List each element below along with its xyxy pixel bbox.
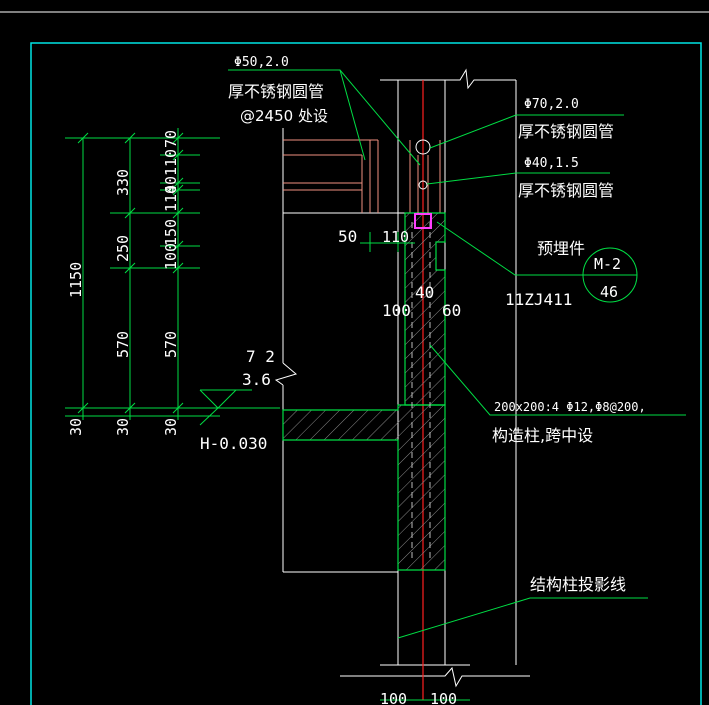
rebar-lines bbox=[411, 222, 431, 560]
dim-col3-100: 100 bbox=[162, 243, 180, 270]
pipe-70-icon bbox=[415, 139, 431, 155]
wall-dim-top: 7 2 bbox=[246, 347, 275, 366]
railing-elevation bbox=[283, 139, 441, 213]
parapet-section bbox=[404, 212, 446, 406]
embedded-plate bbox=[414, 213, 432, 229]
break-mark-bottom bbox=[340, 666, 530, 688]
wall-dim-bottom: 3.6 bbox=[242, 370, 271, 389]
dim-col1-30: 30 bbox=[67, 418, 85, 436]
handrail-note: @2450 处设 bbox=[240, 107, 328, 125]
pipe-70-spec: Φ70,2.0 bbox=[524, 97, 579, 112]
dim-col2-570: 570 bbox=[114, 331, 132, 358]
leader-lines bbox=[65, 69, 686, 701]
dim-col3-70: 70 bbox=[162, 130, 180, 148]
dim-col2-250: 250 bbox=[114, 235, 132, 262]
pipe-40-icon bbox=[418, 180, 428, 190]
column-lines bbox=[380, 79, 517, 666]
break-mark-top bbox=[448, 68, 516, 90]
cyan-frame bbox=[30, 42, 702, 705]
dim-col3-150: 150 bbox=[162, 219, 180, 246]
dim-parapet-110: 110 bbox=[382, 228, 409, 246]
column-desc: 构造柱,跨中设 bbox=[492, 426, 593, 445]
dim-parapet-100: 100 bbox=[382, 301, 411, 320]
handrail-name: 厚不锈钢圆管 bbox=[228, 82, 324, 101]
dim-parapet-40: 40 bbox=[415, 283, 434, 302]
embedded-tag-bottom: 46 bbox=[600, 283, 618, 301]
column-spec: 200x200:4 Φ12,Φ8@200, bbox=[494, 400, 646, 414]
embedded-tag-top: M-2 bbox=[594, 255, 621, 273]
atlas-reference: 11ZJ411 bbox=[505, 290, 572, 309]
dim-col3-110b: 110 bbox=[162, 185, 180, 212]
dim-col3-110: 110 bbox=[162, 149, 180, 176]
pipe-40-name: 厚不锈钢圆管 bbox=[518, 181, 614, 200]
dim-bottom-left: 100 bbox=[380, 690, 407, 705]
dim-parapet-50: 50 bbox=[338, 227, 357, 246]
projection-label: 结构柱投影线 bbox=[530, 575, 626, 594]
dim-parapet-60: 60 bbox=[442, 301, 461, 320]
dim-bottom-right: 100 bbox=[430, 690, 457, 705]
level-mark: H-0.030 bbox=[200, 434, 267, 453]
dim-col2-330: 330 bbox=[114, 169, 132, 196]
dim-col3-570: 570 bbox=[162, 331, 180, 358]
embedded-part-label: 预埋件 bbox=[537, 239, 585, 258]
pipe-70-name: 厚不锈钢圆管 bbox=[518, 122, 614, 141]
pipe-40-spec: Φ40,1.5 bbox=[524, 156, 579, 171]
main-wall bbox=[274, 128, 410, 573]
handrail-spec: Φ50,2.0 bbox=[234, 55, 289, 70]
dim-col3-30: 30 bbox=[162, 418, 180, 436]
dim-col2-30: 30 bbox=[114, 418, 132, 436]
dim-col3-40: 40 bbox=[162, 176, 180, 194]
dim-overall: 1150 bbox=[67, 262, 85, 298]
slab-beam-section bbox=[282, 404, 446, 571]
